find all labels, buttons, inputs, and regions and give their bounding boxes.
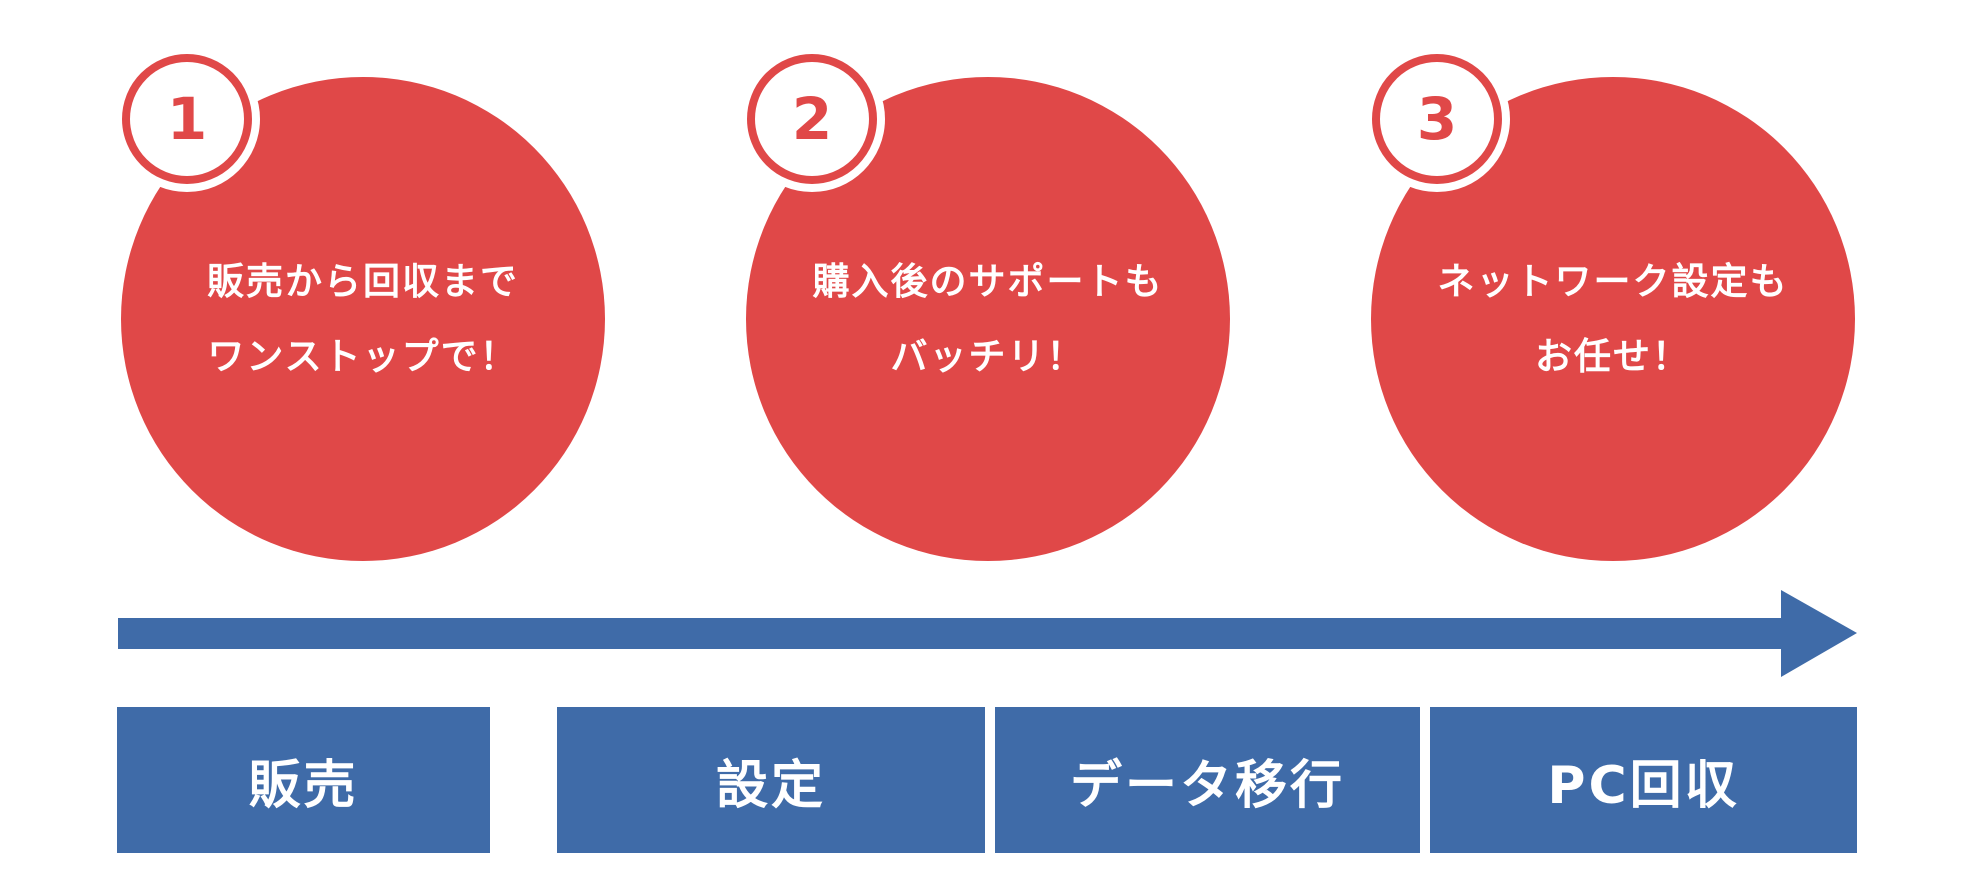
step-label: データ移行 xyxy=(1069,755,1345,816)
step-box-data-migration: データ移行 xyxy=(995,707,1420,853)
step-number: 1 xyxy=(166,85,208,153)
feature-text-line: バッチリ！ xyxy=(890,335,1086,378)
step-box-setup: 設定 xyxy=(557,707,985,853)
step-number-badge: 1 xyxy=(122,54,252,184)
step-label: 販売 xyxy=(248,755,359,816)
step-box-pc-collection: PC回収 xyxy=(1430,707,1857,853)
step-number-badge: 2 xyxy=(747,54,877,184)
feature-text-line: お任せ！ xyxy=(1535,335,1691,378)
step-box-sales: 販売 xyxy=(117,707,490,853)
step-label: 設定 xyxy=(715,755,826,816)
step-number: 2 xyxy=(791,85,833,153)
step-number: 3 xyxy=(1416,85,1458,153)
step-number-badge: 3 xyxy=(1372,54,1502,184)
feature-text-line: ワンストップで！ xyxy=(207,335,519,378)
feature-text-line: ネットワーク設定も xyxy=(1437,260,1789,303)
feature-text-line: 購入後のサポートも xyxy=(812,260,1164,303)
feature-text-line: 販売から回収まで xyxy=(207,260,519,303)
step-label: PC回収 xyxy=(1547,755,1740,816)
